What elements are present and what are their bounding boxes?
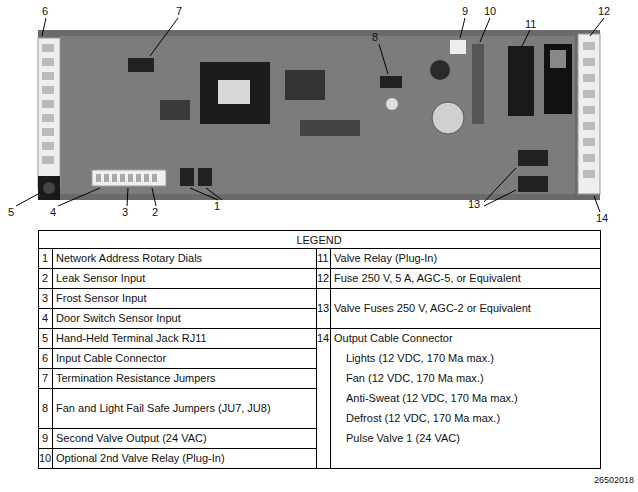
connector-pins xyxy=(42,44,54,164)
table-cell: Valve Relay (Plug-In) xyxy=(334,252,596,264)
ic-chip xyxy=(285,70,325,100)
table-cell: 7 xyxy=(38,372,52,384)
ic-chip xyxy=(160,100,190,120)
connector-pins xyxy=(96,174,157,182)
valve-fuse xyxy=(518,176,548,192)
table-cell: Hand-Held Terminal Jack RJ11 xyxy=(56,332,312,344)
callout-number: 10 xyxy=(484,5,496,17)
table-cell: Network Address Rotary Dials xyxy=(56,252,312,264)
callout-number: 11 xyxy=(525,18,536,30)
chip-label xyxy=(218,80,250,104)
table-cell: Fan (12 VDC, 170 Ma max.) xyxy=(346,372,596,384)
callout-number: 12 xyxy=(598,5,610,17)
callout-number: 9 xyxy=(462,5,468,17)
table-cell: 8 xyxy=(38,402,52,414)
legend-header: LEGEND xyxy=(38,234,600,246)
leader-lines xyxy=(16,18,604,212)
table-cell: 5 xyxy=(38,332,52,344)
transformer xyxy=(430,60,450,80)
fuse-holder xyxy=(544,44,572,114)
table-cell: 1 xyxy=(38,252,52,264)
jack-opening xyxy=(43,182,55,194)
input-connector xyxy=(38,38,60,188)
table-cell: Frost Sensor Input xyxy=(56,292,312,304)
rotary-dial xyxy=(198,168,212,186)
table-cell: Door Switch Sensor Input xyxy=(56,312,312,324)
valve-fuse xyxy=(518,150,548,166)
table-cell: 11 xyxy=(316,252,330,264)
microcontroller-chip xyxy=(200,62,270,124)
table-cell: Lights (12 VDC, 170 Ma max.) xyxy=(346,352,596,364)
figure-number: 26502018 xyxy=(594,474,634,486)
table-cell: 4 xyxy=(38,312,52,324)
table-cell: Input Cable Connector xyxy=(56,352,312,364)
relay-socket xyxy=(472,44,484,124)
callout-number: 3 xyxy=(122,206,128,218)
callout-number: 5 xyxy=(8,206,14,218)
fuse xyxy=(550,50,566,68)
callout-number: 8 xyxy=(372,31,378,43)
resistor-row xyxy=(300,120,360,136)
table-cell: Valve Fuses 250 V, AGC-2 or Equivalent xyxy=(334,302,596,314)
callout-number: 7 xyxy=(176,5,182,17)
led xyxy=(386,98,398,110)
callout-number: 6 xyxy=(42,5,48,17)
valve-output-terminal xyxy=(450,40,466,54)
table-cell: Output Cable Connector xyxy=(334,332,596,344)
table-cell: 6 xyxy=(38,352,52,364)
table-cell: Pulse Valve 1 (24 VAC) xyxy=(346,432,596,444)
connector-pins xyxy=(583,42,595,178)
table-cell: Termination Resistance Jumpers xyxy=(56,372,312,384)
table-cell: 12 xyxy=(316,272,330,284)
capacitor xyxy=(432,102,464,134)
circuit-board xyxy=(38,30,600,200)
table-cell: 13 xyxy=(316,302,330,314)
table-cell: Fuse 250 V, 5 A, AGC-5, or Equivalent xyxy=(334,272,596,284)
table-cell: 9 xyxy=(38,432,52,444)
rj11-jack xyxy=(38,176,60,200)
table-cell: 3 xyxy=(38,292,52,304)
table-cell: Anti-Sweat (12 VDC, 170 Ma max.) xyxy=(346,392,596,404)
table-cell: Optional 2nd Valve Relay (Plug-In) xyxy=(56,452,312,464)
table-cell: 10 xyxy=(38,452,52,464)
callout-number: 14 xyxy=(596,212,608,224)
jumper-block xyxy=(128,58,154,72)
legend-table-grid xyxy=(38,231,601,469)
table-cell: Second Valve Output (24 VAC) xyxy=(56,432,312,444)
table-cell: Defrost (12 VDC, 170 Ma max.) xyxy=(346,412,596,424)
table-cell: 2 xyxy=(38,272,52,284)
rotary-dial xyxy=(180,168,194,186)
output-connector xyxy=(578,34,600,194)
sensor-connector xyxy=(92,170,166,186)
table-cell: Fan and Light Fail Safe Jumpers (JU7, JU… xyxy=(56,402,312,414)
table-cell: Leak Sensor Input xyxy=(56,272,312,284)
callout-number: 1 xyxy=(214,200,220,212)
jumper-block xyxy=(380,76,402,88)
callout-number: 13 xyxy=(468,198,480,210)
callout-number: 4 xyxy=(50,206,56,218)
board-surface xyxy=(60,36,575,194)
callout-number: 2 xyxy=(152,206,158,218)
table-cell: 14 xyxy=(316,332,330,344)
valve-relay xyxy=(508,46,534,116)
